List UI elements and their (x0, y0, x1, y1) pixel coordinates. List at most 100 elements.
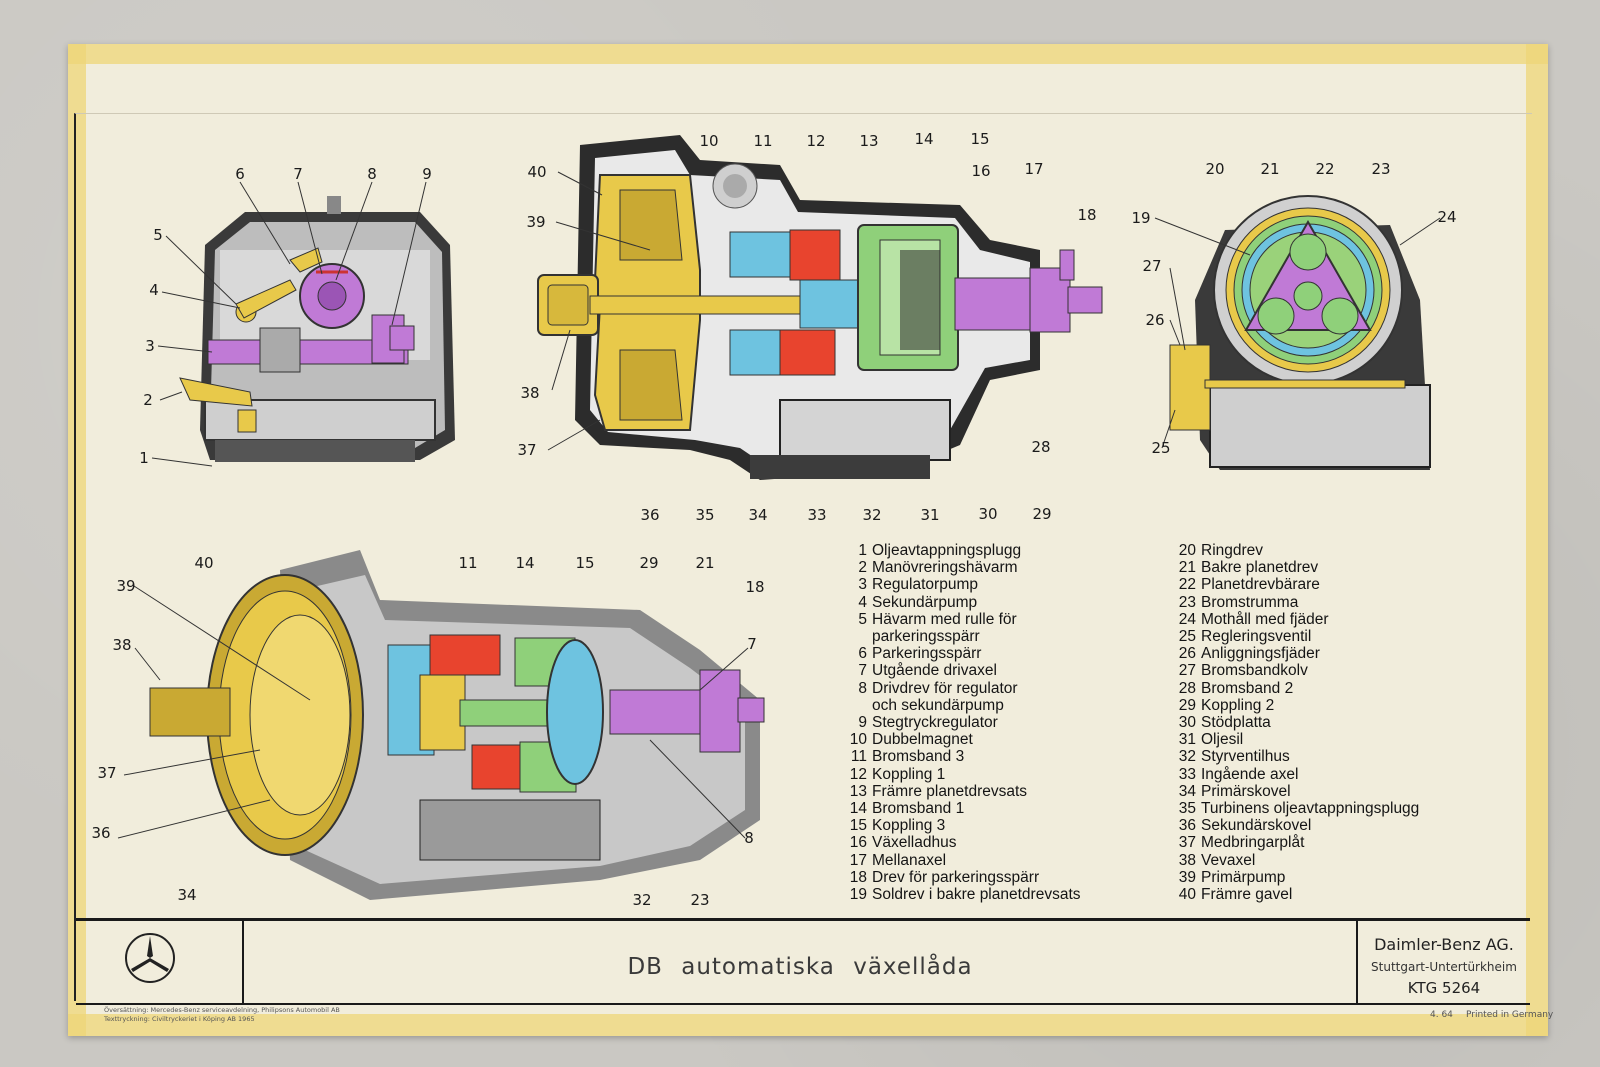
leader-lines (117, 171, 1441, 839)
callout-b8: 8 (744, 829, 754, 847)
callout-33: 33 (807, 506, 827, 524)
legend-text: Koppling 1 (872, 765, 946, 783)
callout-31: 31 (920, 506, 940, 524)
legend-number: 8 (858, 679, 867, 697)
legend-text: Mothåll med fjäder (1201, 610, 1329, 628)
cross-section-front-view (179, 196, 455, 462)
legend-number: 18 (849, 868, 867, 886)
legend-item: 19 Soldrev i bakre planetdrevsats (843, 886, 1081, 903)
callout-3: 3 (145, 337, 155, 355)
legend-number: 22 (1178, 576, 1196, 594)
legend-item: 35 Turbinens oljeavtappningsplugg (1172, 800, 1420, 818)
callout-18: 18 (1077, 206, 1097, 224)
legend-number: 28 (1178, 679, 1196, 697)
legend-text: Soldrev i bakre planetdrevsats (872, 886, 1081, 904)
callout-b21: 21 (695, 554, 715, 572)
legend-text: Manövreringshävarm (872, 559, 1018, 577)
legend-number: 15 (849, 817, 867, 835)
legend-text: Bakre planetdrev (1201, 559, 1319, 577)
legend-number: 31 (1178, 731, 1196, 749)
callout-5: 5 (153, 226, 163, 244)
legend-number: 19 (849, 886, 867, 904)
end-view-planetary (1169, 195, 1431, 470)
poster-title: DB automatiska växellåda (627, 954, 973, 980)
legend-text: Främre planetdrevsats (872, 782, 1028, 800)
legend-text: Bromsbandkolv (1201, 662, 1308, 680)
callout-17: 17 (1024, 160, 1044, 178)
callout-21: 21 (1260, 160, 1280, 178)
callout-2: 2 (143, 391, 153, 409)
legend-number: 35 (1178, 800, 1196, 818)
legend-number: 32 (1178, 748, 1196, 766)
callout-b40: 40 (194, 554, 214, 572)
legend-text: Utgående drivaxel (872, 662, 997, 680)
legend-text: Bromsband 3 (872, 748, 965, 766)
legend-text: Anliggningsfjäder (1201, 645, 1320, 663)
company-location: Stuttgart-Untertürkheim (1371, 960, 1517, 974)
callout-b14: 14 (515, 554, 535, 572)
callout-10: 10 (699, 132, 719, 150)
legend-number: 14 (849, 800, 867, 818)
callout-25: 25 (1151, 439, 1171, 457)
legend-text: Medbringarplåt (1201, 834, 1305, 852)
callout-37: 37 (517, 441, 537, 459)
legend-text: Hävarm med rulle för (872, 610, 1017, 628)
legend-text: Bromsband 1 (872, 800, 965, 818)
callout-15: 15 (970, 130, 990, 148)
legend-text: Regulatorpump (872, 576, 978, 594)
legend-text: Turbinens oljeavtappningsplugg (1201, 800, 1420, 818)
legend-text: Ingående axel (1201, 765, 1299, 783)
isometric-cutaway (149, 550, 765, 900)
legend-text: Drev för parkeringsspärr (872, 868, 1040, 886)
callout-28: 28 (1031, 438, 1051, 456)
title-block-company-cell: Daimler-Benz AG. Stuttgart-Untertürkheim… (1358, 921, 1530, 1003)
legend-item: 14 Bromsband 1 (843, 800, 1081, 817)
legend-number: 6 (858, 645, 867, 663)
longitudinal-section (537, 135, 1103, 480)
callout-14: 14 (914, 130, 934, 148)
callout-7: 7 (293, 165, 303, 183)
credit-line-2: Texttryckning: Civiltryckeriet i Köping … (104, 1015, 255, 1023)
legend-item-continuation: och sekundärpump (872, 696, 1004, 714)
legend-text: Koppling 2 (1201, 696, 1275, 714)
mercedes-star-logo (125, 933, 175, 983)
legend-number: 24 (1178, 610, 1196, 628)
legend-number: 36 (1178, 817, 1196, 835)
legend-text: Styrventilhus (1201, 748, 1290, 766)
legend-text: Stegtryckregulator (872, 714, 998, 732)
credit-line-1: Översättning: Mercedes-Benz serviceavdel… (104, 1006, 340, 1014)
legend-item: 18 Drev för parkeringsspärr (843, 869, 1081, 886)
callout-34: 34 (748, 506, 768, 524)
legend-number: 21 (1178, 559, 1196, 577)
legend-number: 40 (1178, 886, 1196, 904)
legend-number: 4 (858, 593, 867, 611)
callout-30: 30 (978, 505, 998, 523)
callout-22: 22 (1315, 160, 1335, 178)
diagram-frame (74, 113, 1532, 1001)
legend-number: 9 (858, 714, 867, 732)
callout-20: 20 (1205, 160, 1225, 178)
legend-number: 37 (1178, 834, 1196, 852)
legend-number: 16 (849, 834, 867, 852)
callout-40: 40 (527, 163, 547, 181)
callout-b11: 11 (458, 554, 478, 572)
callout-b18: 18 (745, 578, 765, 596)
company-name: Daimler-Benz AG. (1374, 935, 1514, 954)
legend-text: Dubbelmagnet (872, 731, 973, 749)
legend-number: 39 (1178, 868, 1196, 886)
